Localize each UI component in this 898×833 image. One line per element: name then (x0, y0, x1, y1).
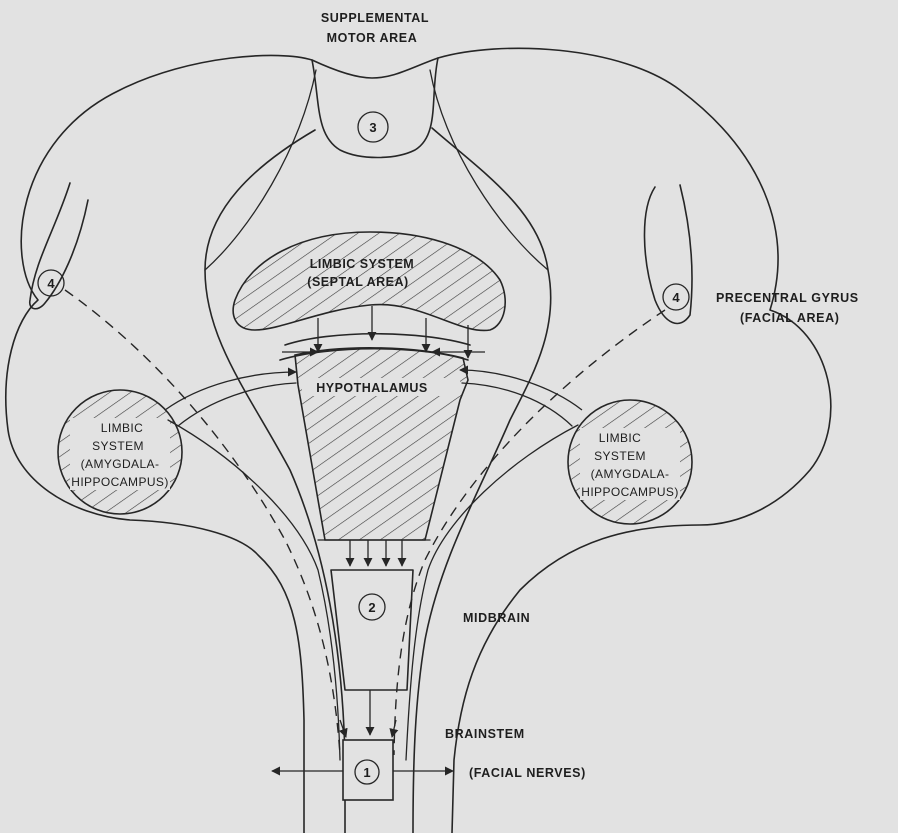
precentral-right-lobe (644, 185, 691, 323)
amygdala-left-label-2: SYSTEM (92, 439, 144, 453)
midbrain-label: MIDBRAIN (463, 611, 530, 625)
amygdala-right-label-2: SYSTEM (594, 449, 646, 463)
amygdala-left-label-4: HIPPOCAMPUS) (71, 475, 168, 489)
number-1: 1 (363, 765, 370, 780)
precentral-left-lobe (30, 183, 88, 309)
amygdala-left-label-3: (AMYGDALA- (81, 457, 160, 471)
brainstem-label: BRAINSTEM (445, 727, 525, 741)
amygdala-right-label-1: LIMBIC (599, 431, 641, 445)
hypothalamus-label: HYPOTHALAMUS (316, 381, 428, 395)
precentral-label-1: PRECENTRAL GYRUS (716, 291, 859, 305)
number-2: 2 (368, 600, 375, 615)
amygdala-right-label-4: HIPPOCAMPUS) (581, 485, 678, 499)
amygdala-left-label-1: LIMBIC (101, 421, 143, 435)
hypothalamus-region (295, 348, 468, 540)
septal-label-1: LIMBIC SYSTEM (310, 257, 414, 271)
midbrain-region (331, 570, 413, 690)
number-3: 3 (369, 120, 376, 135)
precentral-label-2: (FACIAL AREA) (740, 311, 839, 325)
amygdala-right-label-3: (AMYGDALA- (591, 467, 670, 481)
supplemental-motor-area-lobe (312, 58, 438, 158)
number-4-right: 4 (672, 290, 680, 305)
supplemental-label-2: MOTOR AREA (327, 31, 418, 45)
supplemental-label-1: SUPPLEMENTAL (321, 11, 429, 25)
number-4-left: 4 (47, 276, 55, 291)
septal-label-2: (SEPTAL AREA) (307, 275, 408, 289)
facial-nerves-label: (FACIAL NERVES) (469, 766, 586, 780)
